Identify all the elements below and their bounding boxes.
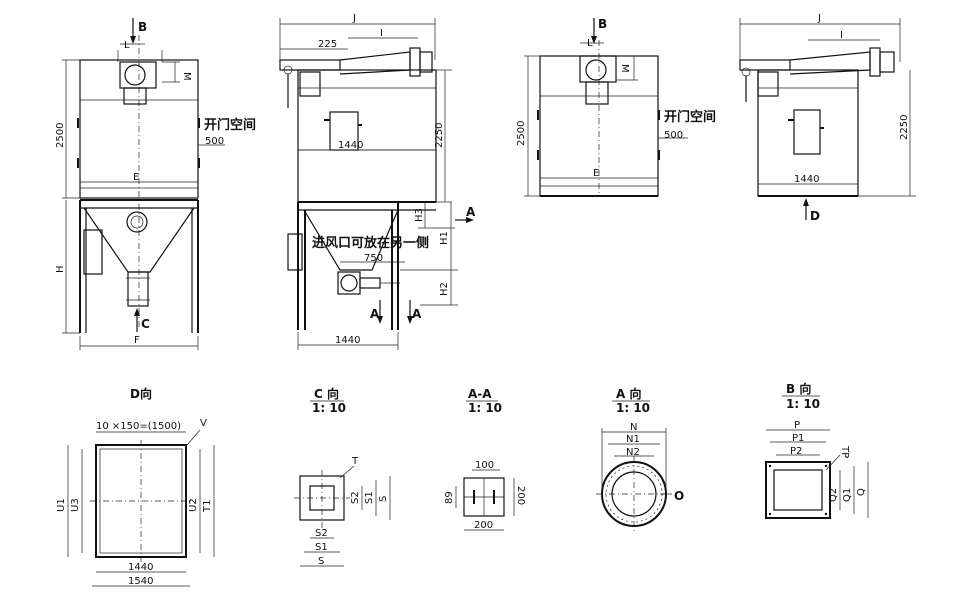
view1-b-label: B: [138, 20, 147, 34]
view-aa-scale: 1: 10: [468, 401, 502, 415]
view1-dim-500: 500: [205, 136, 224, 147]
view-b-outlet: B 向 1: 10 P P1 P2 TP Q2 Q1 Q: [765, 381, 869, 519]
view-d-t1: T1: [202, 500, 213, 513]
view1-c-label: C: [141, 317, 150, 331]
view1-l-label: L: [124, 40, 130, 51]
view-d-u2: U2: [188, 498, 199, 512]
view-aa-section: A-A 1: 10 100 89 200 200: [444, 387, 526, 531]
view4-i-label: I: [840, 30, 843, 41]
view2-a-right: A: [412, 307, 422, 321]
view3-l-label: L: [587, 38, 593, 49]
view1-height-2500: 2500: [55, 123, 66, 148]
view-b-tp: TP: [839, 445, 850, 458]
view-c-discharge: C 向 1: 10 T S2 S1 S S2 S1 S: [294, 386, 391, 567]
view-c-title: C 向: [314, 386, 339, 401]
view3-e-label: E: [593, 168, 599, 179]
view-b-q: Q: [856, 488, 867, 496]
view-c-s2-bottom: S2: [315, 528, 328, 539]
view-d-pitch: 10 ×150=(1500): [96, 421, 181, 432]
view-aa-dim-100: 100: [475, 460, 494, 471]
view1-h-label: H: [55, 265, 66, 273]
view4-width-1440: 1440: [794, 174, 819, 185]
view-d-width-1540: 1540: [128, 576, 153, 587]
view-a-n: N: [630, 422, 637, 433]
view2-i-label: I: [380, 28, 383, 39]
view-aa-title: A-A: [468, 387, 492, 401]
view-a-n2: N2: [626, 447, 640, 458]
view2-h2-label: H2: [439, 282, 450, 296]
view2-j-label: J: [352, 13, 356, 24]
view-a-title: A 向: [616, 386, 641, 401]
view-c-s-bottom: S: [318, 556, 324, 567]
view-d-title: D向: [130, 386, 152, 401]
view-3-front-short: B L M 2500 开门空间 500 E: [516, 17, 716, 197]
view-4-side-short: J I 1440 2250 D: [739, 13, 916, 223]
view-b-p1: P1: [792, 433, 804, 444]
view4-d-label: D: [810, 209, 820, 223]
view-d-width-1440: 1440: [128, 562, 153, 573]
view1-m-label: M: [181, 72, 192, 81]
view-b-q1: Q1: [842, 488, 853, 502]
view3-door-space: 开门空间: [664, 109, 716, 125]
view-aa-dim-200-right: 200: [515, 486, 526, 505]
view-b-scale: 1: 10: [786, 397, 820, 411]
view-b-p2: P2: [790, 446, 802, 457]
view-c-scale: 1: 10: [312, 401, 346, 415]
view-aa-dim-200-bottom: 200: [474, 520, 493, 531]
view-b-q2: Q2: [828, 488, 839, 502]
view-1-front-elevation: B L M 2500 开门空间 500 E: [55, 18, 256, 350]
view2-dim-750: 750: [364, 253, 383, 264]
view1-f-label: F: [134, 335, 140, 346]
view-a-flange: A 向 1: 10 N N1 N2 O: [596, 386, 684, 532]
view4-j-label: J: [817, 13, 821, 24]
view-c-t-label: T: [351, 456, 359, 467]
view-2-side-elevation: J 225 I 1440 2250: [279, 13, 476, 350]
view2-width-1440: 1440: [338, 140, 363, 151]
view2-inlet-note: 进风口可放在另一侧: [312, 235, 429, 251]
view2-a-left: A: [370, 307, 380, 321]
view2-a-section-label: A: [466, 205, 476, 219]
view1-e-label: E: [133, 172, 139, 183]
view3-height-2500: 2500: [516, 121, 527, 146]
view-d-u1: U1: [56, 498, 67, 512]
view2-h1-label: H1: [439, 231, 450, 245]
view-d-bottom: D向 10 ×150=(1500) V U1 U3 U2 T1 1440 154…: [56, 386, 215, 587]
view-c-s: S: [378, 496, 389, 502]
view2-h3-label: H3: [414, 208, 425, 222]
view3-m-label: M: [619, 64, 630, 73]
view-b-title: B 向: [786, 381, 811, 396]
view2-height-2250: 2250: [434, 123, 445, 148]
view-aa-dim-89: 89: [444, 491, 455, 504]
view-a-n1: N1: [626, 434, 640, 445]
view-c-s2: S2: [350, 491, 361, 504]
view1-door-space: 开门空间: [204, 117, 256, 133]
view-b-p: P: [794, 420, 800, 431]
view2-dim-225: 225: [318, 39, 337, 50]
view-d-u3: U3: [70, 498, 81, 512]
view-a-scale: 1: 10: [616, 401, 650, 415]
view3-dim-500: 500: [664, 130, 683, 141]
view-c-s1-bottom: S1: [315, 542, 328, 553]
view3-b-label: B: [598, 17, 607, 31]
view2-width-1440-bottom: 1440: [335, 335, 360, 346]
view-c-s1: S1: [364, 491, 375, 504]
view4-height-2250: 2250: [899, 115, 910, 140]
view-d-v-label: V: [200, 418, 207, 429]
view-a-o: O: [674, 489, 684, 503]
